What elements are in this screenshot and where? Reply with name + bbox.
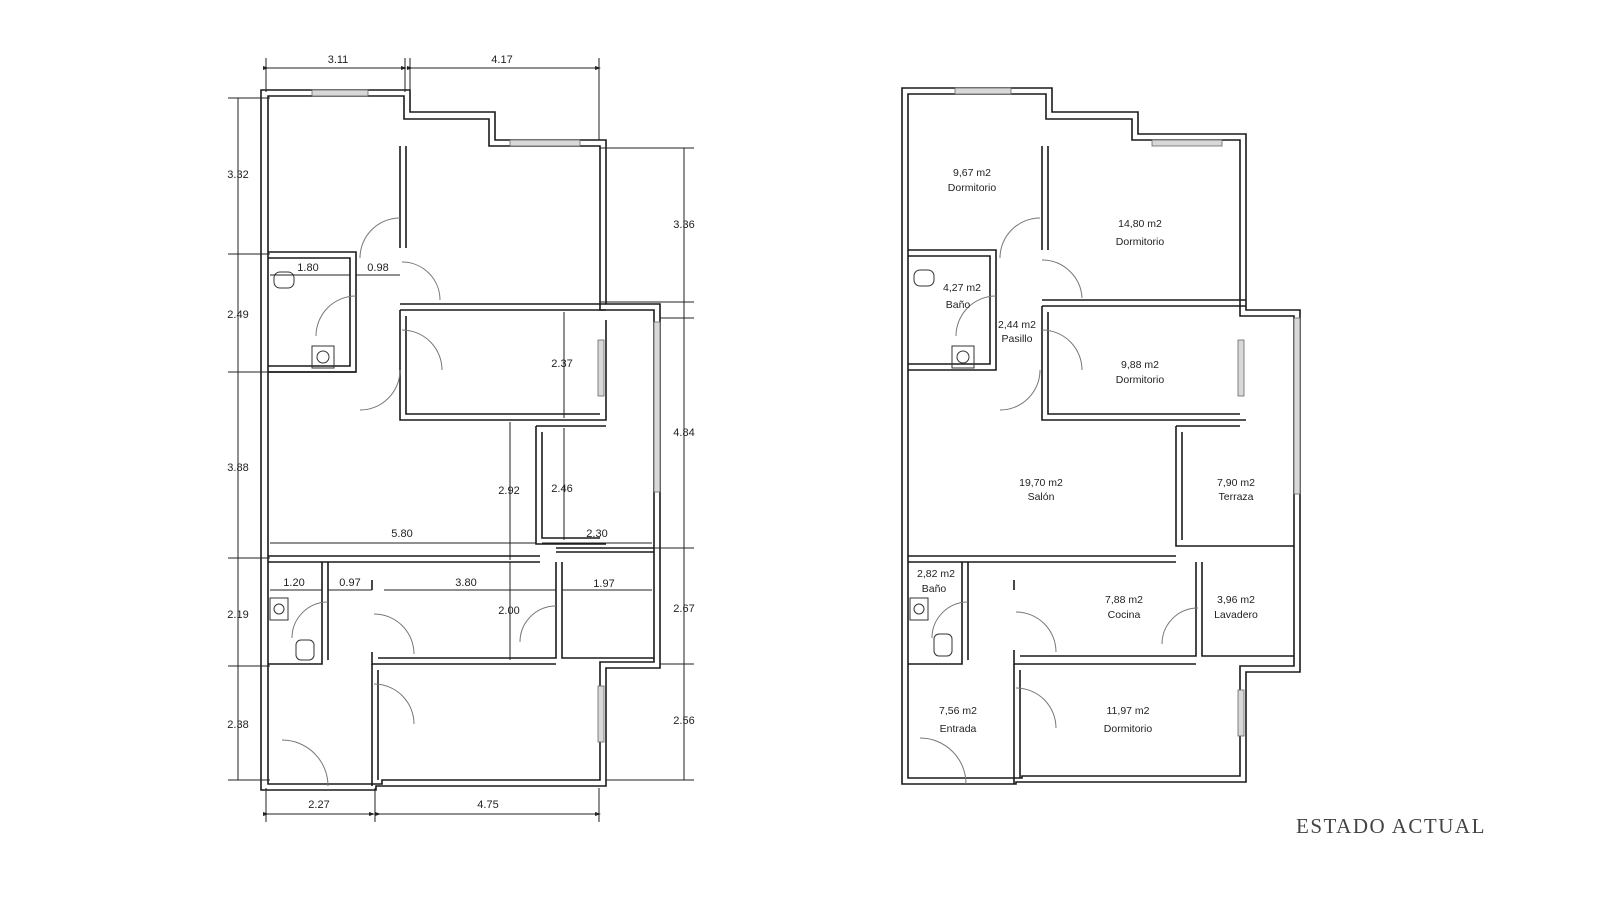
svg-text:Entrada: Entrada — [940, 723, 977, 735]
svg-text:14,80 m2: 14,80 m2 — [1118, 218, 1162, 230]
dim-left-2: 2.49 — [227, 309, 248, 321]
window — [597, 339, 605, 397]
outer-walls — [901, 87, 1301, 785]
dim-bedroom-height: 2.37 — [551, 358, 572, 370]
interior-walls — [268, 146, 654, 786]
dimension-lines — [228, 58, 694, 822]
svg-text:9,88 m2: 9,88 m2 — [1121, 359, 1159, 371]
window — [1237, 689, 1245, 737]
svg-text:2,82 m2: 2,82 m2 — [917, 568, 955, 580]
plan-caption: ESTADO ACTUAL — [1296, 814, 1486, 838]
room-dormitorio-3: 9,88 m2 Dormitorio — [1116, 359, 1165, 386]
dim-left-1: 3.32 — [227, 169, 248, 181]
room-lavadero: 3,96 m2 Lavadero — [1214, 594, 1258, 621]
dim-left-3: 3.88 — [227, 462, 248, 474]
svg-text:Baño: Baño — [946, 299, 971, 311]
svg-text:Dormitorio: Dormitorio — [1116, 236, 1165, 248]
window — [311, 89, 369, 97]
window — [653, 321, 661, 493]
dim-top-1: 3.11 — [328, 54, 349, 66]
svg-text:3,96 m2: 3,96 m2 — [1217, 594, 1255, 606]
window — [1293, 317, 1301, 495]
room-dormitorio-1: 9,67 m2 Dormitorio — [948, 167, 997, 194]
window — [1151, 139, 1223, 147]
room-terraza: 7,90 m2 Terraza — [1217, 477, 1255, 503]
dim-top-2: 4.17 — [491, 54, 512, 66]
room-cocina: 7,88 m2 Cocina — [1105, 594, 1143, 621]
svg-text:4,27 m2: 4,27 m2 — [943, 282, 981, 294]
room-salon: 19,70 m2 Salón — [1019, 477, 1063, 503]
dim-living-width: 5.80 — [391, 528, 412, 540]
dim-living-height: 2.92 — [498, 485, 519, 497]
interior-walls — [908, 146, 1294, 784]
svg-text:Lavadero: Lavadero — [1214, 609, 1258, 621]
svg-text:7,90 m2: 7,90 m2 — [1217, 477, 1255, 489]
window — [597, 685, 605, 743]
svg-text:7,56 m2: 7,56 m2 — [939, 705, 977, 717]
dim-hall-width: 0.98 — [367, 262, 388, 274]
dim-terrace-width: 2.30 — [586, 528, 607, 540]
bathroom-fixtures — [269, 271, 335, 661]
svg-text:Cocina: Cocina — [1108, 609, 1141, 621]
dim-bath-width: 1.80 — [297, 262, 318, 274]
window — [509, 139, 581, 147]
room-bano-1: 4,27 m2 Baño — [943, 282, 981, 311]
room-entrada: 7,56 m2 Entrada — [939, 705, 977, 735]
dim-right-1: 3.36 — [673, 219, 694, 231]
svg-text:9,67 m2: 9,67 m2 — [953, 167, 991, 179]
dim-bottom-2: 4.75 — [477, 799, 498, 811]
dim-terrace-height: 2.46 — [551, 483, 572, 495]
dim-passage-width: 0.97 — [339, 577, 360, 589]
door-swings — [281, 217, 557, 787]
room-pasillo: 2,44 m2 Pasillo — [998, 319, 1036, 345]
svg-text:2,44 m2: 2,44 m2 — [998, 319, 1036, 331]
dim-laundry-width: 1.97 — [593, 578, 614, 590]
dim-left-4: 2.19 — [227, 609, 248, 621]
svg-text:Pasillo: Pasillo — [1002, 333, 1033, 345]
svg-text:Dormitorio: Dormitorio — [948, 182, 997, 194]
dim-right-4: 2.56 — [673, 715, 694, 727]
svg-text:Salón: Salón — [1028, 491, 1055, 503]
dim-bath2-width: 1.20 — [283, 577, 304, 589]
room-bano-2: 2,82 m2 Baño — [917, 568, 955, 595]
area-plan: 9,67 m2 Dormitorio 14,80 m2 Dormitorio 4… — [901, 87, 1301, 785]
svg-text:7,88 m2: 7,88 m2 — [1105, 594, 1143, 606]
svg-text:Dormitorio: Dormitorio — [1116, 374, 1165, 386]
dimension-labels: 3.11 4.17 3.32 2.49 3.88 2.19 2.38 3.36 … — [227, 54, 694, 811]
dim-kitchen-width: 3.80 — [455, 577, 476, 589]
dim-right-3: 2.67 — [673, 603, 694, 615]
svg-text:Terraza: Terraza — [1218, 491, 1253, 503]
bathroom-fixtures — [909, 269, 975, 657]
svg-text:19,70 m2: 19,70 m2 — [1019, 477, 1063, 489]
svg-text:Dormitorio: Dormitorio — [1104, 723, 1153, 735]
svg-text:Baño: Baño — [922, 583, 947, 595]
door-swings — [919, 217, 1199, 785]
dim-right-2: 4.84 — [673, 427, 694, 439]
room-labels: 9,67 m2 Dormitorio 14,80 m2 Dormitorio 4… — [917, 167, 1258, 735]
dim-left-5: 2.38 — [227, 719, 248, 731]
outer-walls — [260, 89, 661, 791]
window — [954, 87, 1012, 95]
svg-text:11,97 m2: 11,97 m2 — [1107, 705, 1150, 717]
room-dormitorio-4: 11,97 m2 Dormitorio — [1104, 705, 1153, 735]
dim-kitchen-height: 2.00 — [498, 605, 519, 617]
dimensioned-plan: 3.11 4.17 3.32 2.49 3.88 2.19 2.38 3.36 … — [227, 54, 695, 822]
window — [1237, 339, 1245, 397]
dim-bottom-1: 2.27 — [308, 799, 329, 811]
room-dormitorio-2: 14,80 m2 Dormitorio — [1116, 218, 1165, 248]
